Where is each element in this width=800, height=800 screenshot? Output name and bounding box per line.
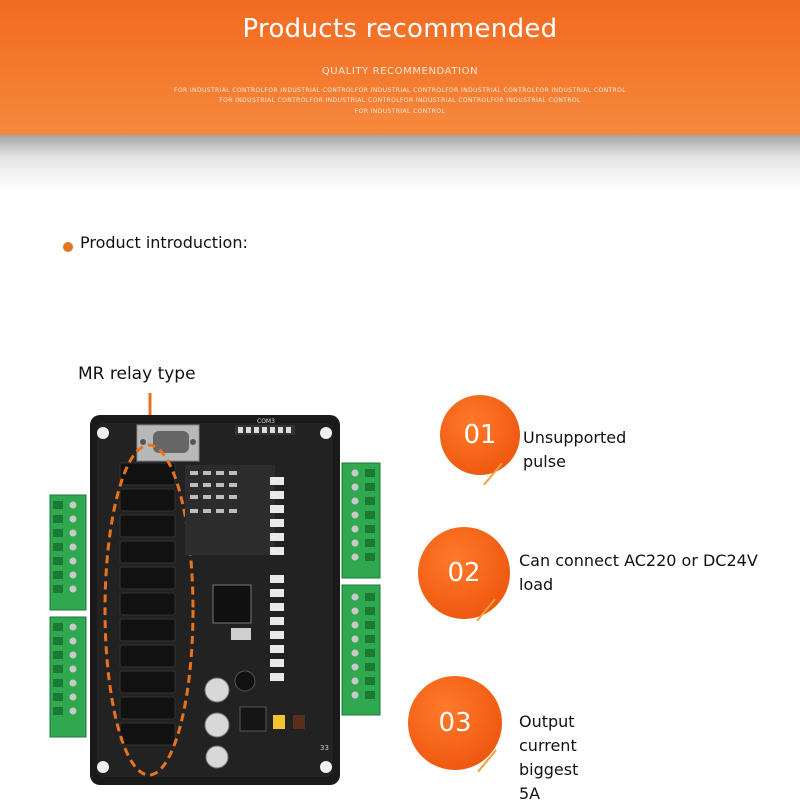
feature-text: Can connect AC220 or DC24V load bbox=[519, 551, 758, 594]
banner-small-line: FOR INDUSTRIAL CONTROLFOR INDUSTRIAL CON… bbox=[174, 87, 626, 94]
relay-type-label: MR relay type bbox=[78, 364, 196, 384]
silk-label-com3: COM3 bbox=[257, 418, 275, 425]
banner-title: Products recommended bbox=[242, 14, 558, 44]
feature-number-badge: 02 bbox=[418, 527, 510, 619]
feature-text: Output current biggest 5A bbox=[519, 712, 579, 800]
banner-small-line: FOR INDUSTRIAL CONTROLFOR INDUSTRIAL CON… bbox=[219, 97, 581, 104]
plc-board-icon: COM3 bbox=[49, 393, 381, 785]
plc-board-image: COM3 bbox=[45, 385, 385, 795]
feature-number-badge: 03 bbox=[408, 676, 502, 770]
banner-small-line: FOR INDUSTRIAL CONTROL bbox=[354, 108, 446, 115]
feature-text: Unsupported pulse bbox=[523, 428, 627, 471]
silk-label-side: 33 bbox=[320, 744, 329, 752]
header-banner: Products recommended QUALITY RECOMMENDAT… bbox=[0, 0, 800, 135]
feature-number-badge: 01 bbox=[440, 395, 520, 475]
bullet-dot-icon bbox=[63, 242, 73, 252]
banner-shadow bbox=[0, 135, 800, 190]
section-heading: Product introduction: bbox=[80, 233, 248, 252]
banner-subtitle: QUALITY RECOMMENDATION bbox=[321, 66, 479, 77]
